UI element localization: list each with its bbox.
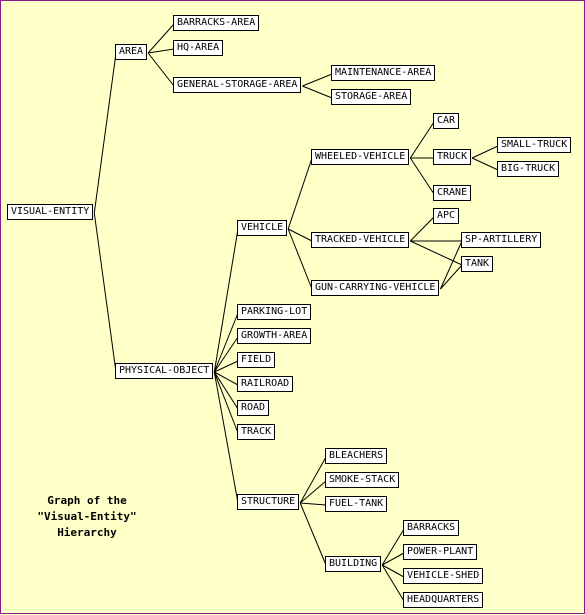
edge-vehicle-to-gun_carrying_vehicle xyxy=(287,228,313,290)
node-road: ROAD xyxy=(237,400,270,416)
edge-truck-to-big_truck xyxy=(471,157,499,171)
edge-visual_entity-to-area xyxy=(93,52,117,214)
node-vehicle: VEHICLE xyxy=(237,220,288,236)
node-sp-artillery: SP-ARTILLERY xyxy=(461,232,542,248)
edge-structure-to-building xyxy=(299,502,327,566)
node-wheeled-vehicle: WHEELED-VEHICLE xyxy=(311,149,410,165)
node-small-truck: SMALL-TRUCK xyxy=(497,137,572,153)
edge-physical_object-to-road xyxy=(213,371,239,410)
diagram-caption: Graph of the "Visual-Entity" Hierarchy xyxy=(25,493,149,541)
node-crane: CRANE xyxy=(433,185,472,201)
edge-visual_entity-to-physical_object xyxy=(93,212,117,373)
edge-truck-to-small_truck xyxy=(471,145,499,159)
edge-structure-to-fuel_tank xyxy=(300,502,327,506)
edge-physical_object-to-vehicle xyxy=(213,228,239,373)
edge-structure-to-bleachers xyxy=(299,456,327,504)
edge-general_storage_area-to-storage_area xyxy=(302,85,333,99)
node-tracked-vehicle: TRACKED-VEHICLE xyxy=(311,232,410,248)
edge-gun_carrying_vehicle-to-tank xyxy=(440,264,463,290)
node-smoke-stack: SMOKE-STACK xyxy=(325,472,400,488)
node-barracks-area: BARRACKS-AREA xyxy=(173,15,260,31)
edge-building-to-barracks xyxy=(381,528,405,566)
edge-physical_object-to-parking_lot xyxy=(213,312,239,373)
node-vehicle-shed: VEHICLE-SHED xyxy=(403,568,484,584)
node-hq-area: HQ-AREA xyxy=(173,40,224,56)
node-parking-lot: PARKING-LOT xyxy=(237,304,312,320)
node-railroad: RAILROAD xyxy=(237,376,294,392)
node-power-plant: POWER-PLANT xyxy=(403,544,478,560)
edge-physical_object-to-field xyxy=(214,360,239,373)
node-barracks: BARRACKS xyxy=(403,520,460,536)
edge-physical_object-to-railroad xyxy=(214,371,239,386)
edge-wheeled_vehicle-to-crane xyxy=(409,157,435,195)
edge-area-to-hq_area xyxy=(148,48,175,54)
edge-building-to-vehicle_shed xyxy=(381,564,405,578)
node-track: TRACK xyxy=(237,424,276,440)
node-visual-entity: VISUAL-ENTITY xyxy=(7,204,94,220)
node-general-storage-area: GENERAL-STORAGE-AREA xyxy=(173,77,302,93)
node-structure: STRUCTURE xyxy=(237,494,300,510)
edge-building-to-power_plant xyxy=(381,552,405,566)
node-area: AREA xyxy=(115,44,148,60)
edge-vehicle-to-wheeled_vehicle xyxy=(287,157,313,230)
edge-general_storage_area-to-maintenance_area xyxy=(302,73,333,87)
edge-building-to-headquarters xyxy=(381,564,405,602)
node-truck: TRUCK xyxy=(433,149,472,165)
node-building: BUILDING xyxy=(325,556,382,572)
node-storage-area: STORAGE-AREA xyxy=(331,89,412,105)
edge-area-to-barracks_area xyxy=(147,23,175,54)
node-maintenance-area: MAINTENANCE-AREA xyxy=(331,65,436,81)
node-big-truck: BIG-TRUCK xyxy=(497,161,560,177)
node-growth-area: GROWTH-AREA xyxy=(237,328,312,344)
edge-gun_carrying_vehicle-to-sp_artillery xyxy=(439,240,463,290)
caption-line-2: "Visual-Entity" xyxy=(37,510,137,523)
edge-physical_object-to-growth_area xyxy=(213,336,239,373)
edge-area-to-general_storage_area xyxy=(147,52,175,87)
edge-wheeled_vehicle-to-car xyxy=(409,121,435,159)
edge-vehicle-to-tracked_vehicle xyxy=(287,228,313,242)
node-fuel-tank: FUEL-TANK xyxy=(325,496,388,512)
node-field: FIELD xyxy=(237,352,276,368)
node-headquarters: HEADQUARTERS xyxy=(403,592,484,608)
edge-physical_object-to-structure xyxy=(213,371,239,504)
node-tank: TANK xyxy=(461,256,494,272)
edge-structure-to-smoke_stack xyxy=(299,480,327,504)
caption-line-3: Hierarchy xyxy=(57,526,117,539)
edge-tracked_vehicle-to-tank xyxy=(410,240,463,266)
edge-physical_object-to-track xyxy=(213,371,239,434)
node-gun-carrying-vehicle: GUN-CARRYING-VEHICLE xyxy=(311,280,440,296)
edge-tracked_vehicle-to-apc xyxy=(409,216,435,242)
caption-line-1: Graph of the xyxy=(47,494,127,507)
node-apc: APC xyxy=(433,208,460,224)
node-car: CAR xyxy=(433,113,460,129)
node-bleachers: BLEACHERS xyxy=(325,448,388,464)
node-physical-object: PHYSICAL-OBJECT xyxy=(115,363,214,379)
